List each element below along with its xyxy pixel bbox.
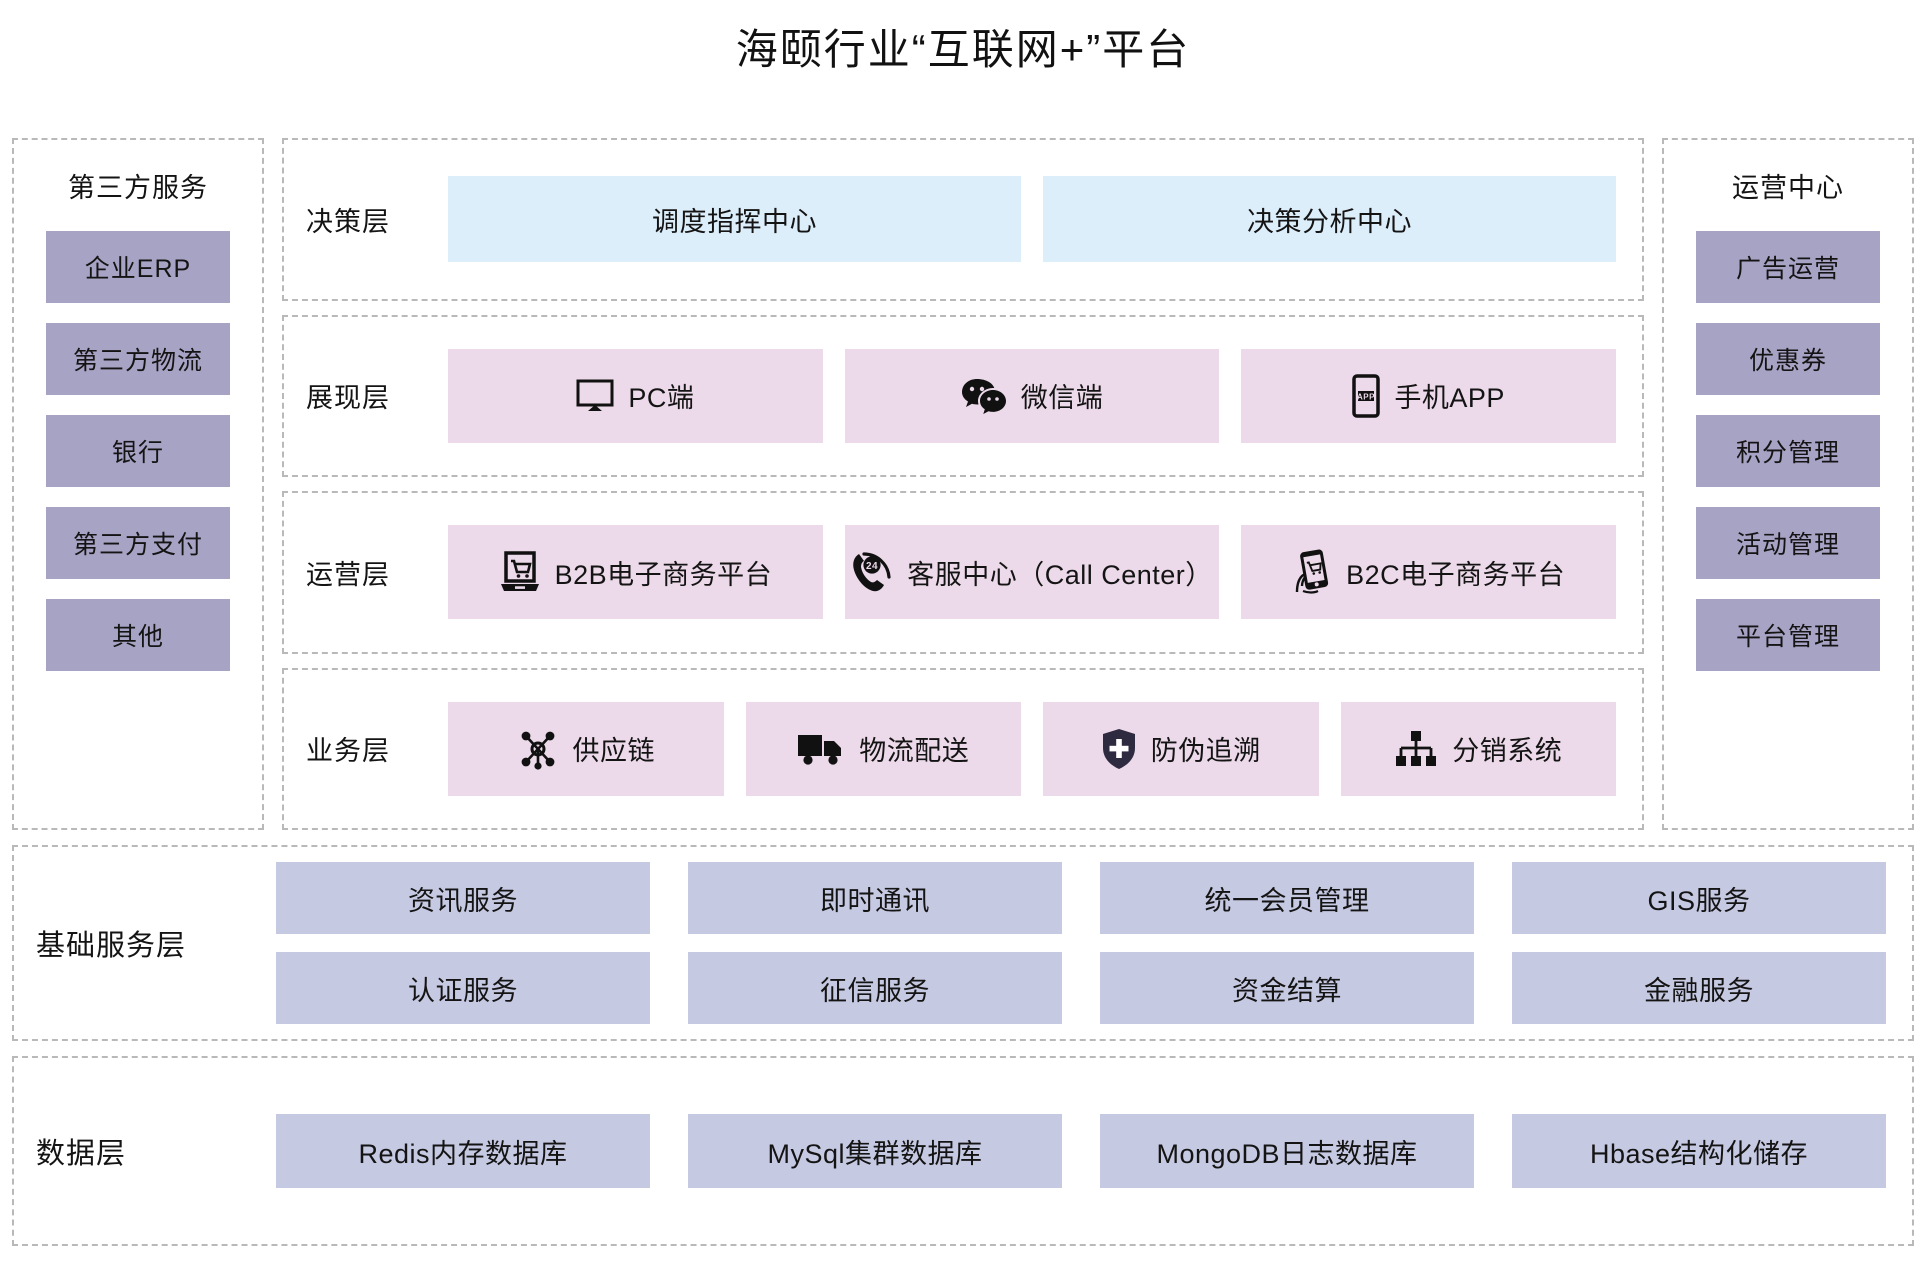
- data-layer: 数据层 Redis内存数据库 MySql集群数据库 MongoDB日志数据库 H…: [12, 1056, 1914, 1246]
- cell-wechat-client[interactable]: 微信端: [844, 348, 1220, 443]
- cell-label: 调度指挥中心: [652, 206, 817, 237]
- cell-label: B2B电子商务平台: [554, 559, 773, 590]
- layer-presentation: 展现层 PC端: [282, 314, 1644, 477]
- cell-decision-analysis-center[interactable]: 决策分析中心: [1043, 176, 1616, 263]
- service-box-unified-member-management[interactable]: 统一会员管理: [1100, 862, 1474, 934]
- cell-mobile-app[interactable]: APP 手机APP: [1241, 348, 1617, 443]
- operations-center-panel: 运营中心 广告运营 优惠券 积分管理 活动管理 平台管理: [1662, 138, 1914, 830]
- base-service-layer-label: 基础服务层: [36, 930, 187, 962]
- service-box-authentication[interactable]: 认证服务: [276, 952, 650, 1024]
- page-title: 海颐行业“互联网+”平台: [735, 26, 1191, 73]
- cell-supply-chain[interactable]: 供应链: [448, 701, 724, 796]
- sidebar-item-ad-operations[interactable]: 广告运营: [1696, 231, 1880, 303]
- sidebar-item-coupons[interactable]: 优惠券: [1696, 323, 1880, 395]
- cell-label: 分销系统: [1452, 736, 1563, 767]
- sidebar-item-other[interactable]: 其他: [46, 599, 230, 671]
- mobile-app-icon: APP: [1352, 374, 1381, 418]
- cell-label: 微信端: [1020, 383, 1104, 414]
- service-box-gis[interactable]: GIS服务: [1512, 862, 1886, 934]
- hierarchy-icon: [1394, 730, 1438, 768]
- network-nodes-icon: [517, 728, 559, 770]
- cell-label: 防伪追溯: [1150, 736, 1261, 767]
- data-box-mongodb[interactable]: MongoDB日志数据库: [1100, 1114, 1474, 1188]
- data-layer-label: 数据层: [36, 1138, 127, 1170]
- shield-plus-icon: [1101, 728, 1137, 770]
- sidebar-item-enterprise-erp[interactable]: 企业ERP: [46, 231, 230, 303]
- sidebar-item-campaign-management[interactable]: 活动管理: [1696, 507, 1880, 579]
- center-layers: 决策层 调度指挥中心 决策分析中心 展现层: [282, 138, 1644, 830]
- layer-decision-label: 决策层: [306, 206, 390, 237]
- base-service-layer: 基础服务层 资讯服务 即时通讯 统一会员管理 GIS服务 认证服务 征信服务 资…: [12, 845, 1914, 1041]
- phone-24-icon: 24: [851, 551, 893, 593]
- cell-anti-counterfeit-traceability[interactable]: 防伪追溯: [1043, 701, 1319, 796]
- service-box-instant-messaging[interactable]: 即时通讯: [688, 862, 1062, 934]
- cell-customer-service-center[interactable]: 24 客服中心（Call Center）: [844, 525, 1220, 620]
- sidebar-item-bank[interactable]: 银行: [46, 415, 230, 487]
- cell-distribution-system[interactable]: 分销系统: [1340, 701, 1616, 796]
- layer-decision: 决策层 调度指挥中心 决策分析中心: [282, 138, 1644, 301]
- layer-operation-cells: B2B电子商务平台 24 客服中心（Call Center）: [448, 525, 1617, 620]
- truck-icon: [797, 732, 845, 766]
- cell-b2c-ecommerce-platform[interactable]: B2C电子商务平台: [1241, 525, 1617, 620]
- layer-business: 业务层: [282, 667, 1644, 830]
- cell-label: 手机APP: [1394, 383, 1505, 414]
- sidebar-item-platform-management[interactable]: 平台管理: [1696, 599, 1880, 671]
- layer-business-label: 业务层: [306, 736, 390, 767]
- right-panel-title: 运营中心: [1732, 173, 1844, 203]
- cell-label: B2C电子商务平台: [1346, 559, 1566, 590]
- mobile-cart-icon: [1292, 549, 1332, 595]
- svg-text:APP: APP: [1357, 392, 1375, 401]
- cell-label: PC端: [628, 383, 695, 414]
- cell-label: 决策分析中心: [1247, 206, 1412, 237]
- monitor-icon: [576, 379, 614, 413]
- layer-operation-label: 运营层: [306, 559, 390, 590]
- layer-business-cells: 供应链 物流配送: [448, 701, 1616, 796]
- cell-b2b-ecommerce-platform[interactable]: B2B电子商务平台: [448, 525, 823, 620]
- cell-label: 客服中心（Call Center）: [907, 559, 1213, 590]
- cell-logistics-delivery[interactable]: 物流配送: [745, 701, 1021, 796]
- cell-pc-client[interactable]: PC端: [448, 348, 823, 443]
- left-panel-title: 第三方服务: [68, 173, 208, 203]
- service-box-credit-reporting[interactable]: 征信服务: [688, 952, 1062, 1024]
- sidebar-item-third-party-payment[interactable]: 第三方支付: [46, 507, 230, 579]
- cell-dispatch-command-center[interactable]: 调度指挥中心: [448, 176, 1021, 263]
- service-box-fund-settlement[interactable]: 资金结算: [1100, 952, 1474, 1024]
- service-box-information[interactable]: 资讯服务: [276, 862, 650, 934]
- service-box-financial[interactable]: 金融服务: [1512, 952, 1886, 1024]
- third-party-services-panel: 第三方服务 企业ERP 第三方物流 银行 第三方支付 其他: [12, 138, 264, 830]
- data-box-mysql[interactable]: MySql集群数据库: [688, 1114, 1062, 1188]
- base-service-grid: 资讯服务 即时通讯 统一会员管理 GIS服务 认证服务 征信服务 资金结算 金融…: [276, 862, 1886, 1024]
- svg-text:24: 24: [866, 561, 878, 572]
- layer-presentation-label: 展现层: [306, 383, 390, 414]
- data-box-hbase[interactable]: Hbase结构化储存: [1512, 1114, 1886, 1188]
- cell-label: 供应链: [572, 736, 655, 767]
- wechat-icon: [961, 377, 1007, 415]
- layer-decision-cells: 调度指挥中心 决策分析中心: [448, 176, 1616, 263]
- data-layer-grid: Redis内存数据库 MySql集群数据库 MongoDB日志数据库 Hbase…: [276, 1114, 1886, 1188]
- laptop-cart-icon: [499, 551, 541, 593]
- data-box-redis[interactable]: Redis内存数据库: [276, 1114, 650, 1188]
- sidebar-item-third-party-logistics[interactable]: 第三方物流: [46, 323, 230, 395]
- layer-operation: 运营层 B2B电子: [282, 491, 1644, 654]
- layer-presentation-cells: PC端 微信端: [448, 348, 1617, 443]
- cell-label: 物流配送: [859, 736, 970, 767]
- sidebar-item-points-management[interactable]: 积分管理: [1696, 415, 1880, 487]
- upper-region: 第三方服务 企业ERP 第三方物流 银行 第三方支付 其他 决策层 调度指挥中心…: [12, 138, 1914, 830]
